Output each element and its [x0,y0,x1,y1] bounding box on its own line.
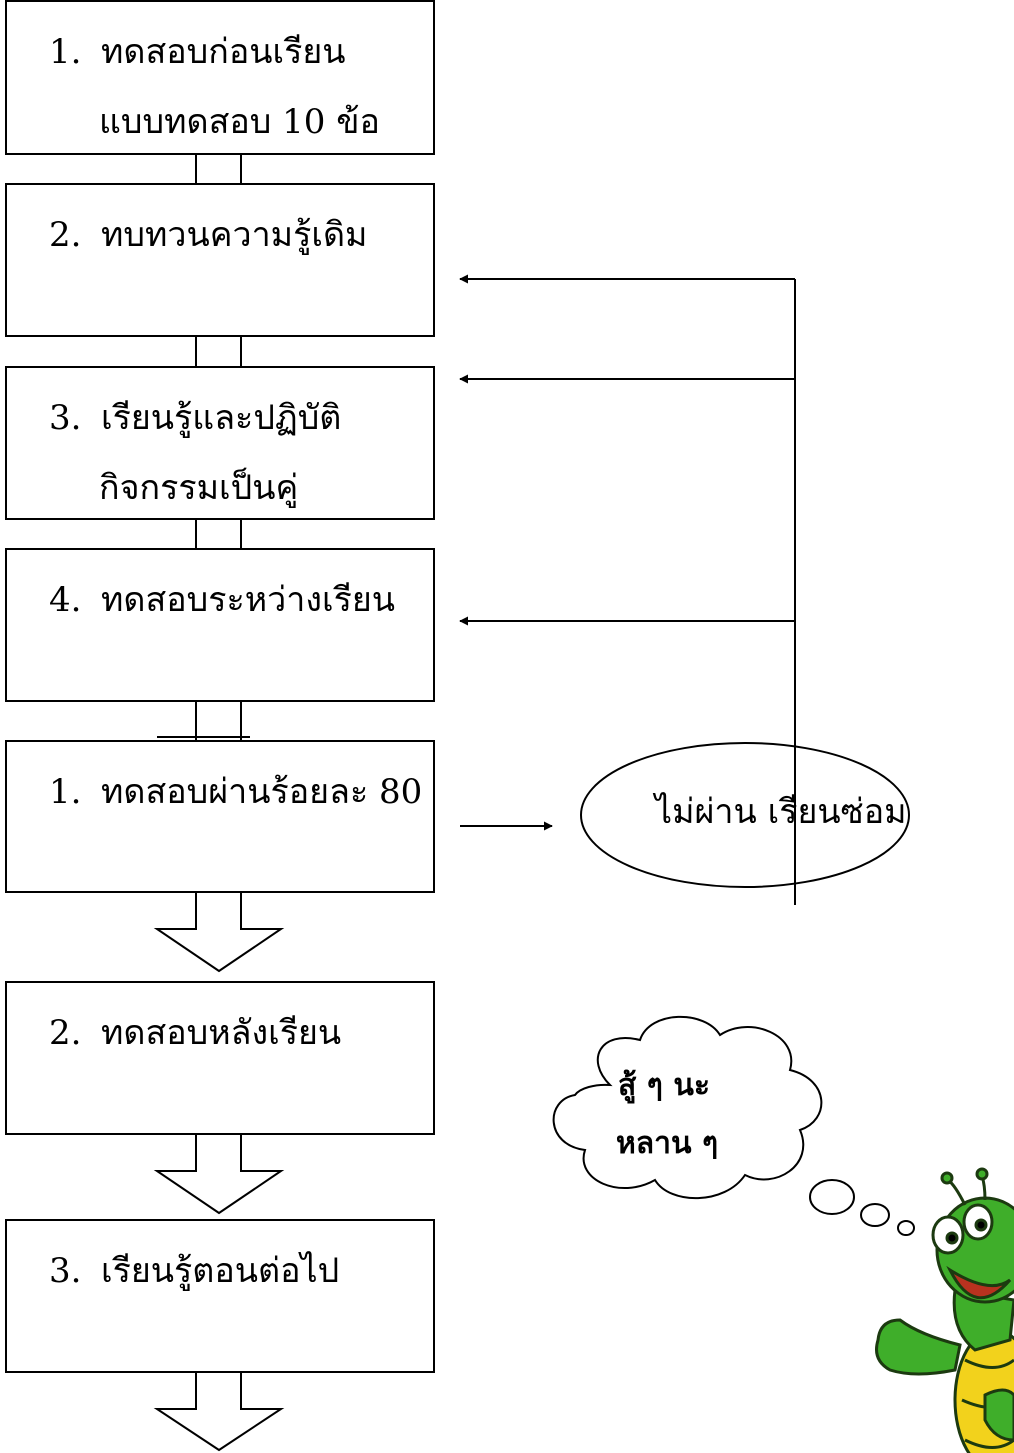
step-title: 1. ทดสอบก่อนเรียน [49,32,346,72]
step-title: 4. ทดสอบระหว่างเรียน [49,580,395,620]
step-number: 3. [49,1251,82,1291]
step-title: 1. ทดสอบผ่านร้อยละ 80 [49,772,422,812]
step-detail: กิจกรรมเป็นคู่ [99,468,299,508]
step-title: 3. เรียนรู้และปฏิบัติ [49,398,341,438]
step-number: 3. [49,398,82,438]
step-label: ทดสอบหลังเรียน [101,1013,342,1053]
step-number: 4. [49,580,82,620]
step-number: 1. [49,772,82,812]
step-label: เรียนรู้และปฏิบัติ [101,398,342,438]
step-box: 3. เรียนรู้ตอนต่อไป [5,1219,435,1373]
step-label: ทดสอบผ่านร้อยละ 80 [101,772,423,812]
cartoon-turtle-icon [875,1167,1014,1453]
step-box: 1. ทดสอบก่อนเรียน แบบทดสอบ 10 ข้อ [5,0,435,155]
step-title: 3. เรียนรู้ตอนต่อไป [49,1251,339,1291]
thought-cloud [552,1015,915,1236]
step-number: 1. [49,32,82,72]
box-connectors [157,155,250,740]
step-number: 2. [49,215,82,255]
step-box: 4. ทดสอบระหว่างเรียน [5,548,435,702]
step-label: ทดสอบระหว่างเรียน [101,580,396,620]
down-arrow-icon [153,1373,285,1452]
down-arrow-icon [153,1135,285,1215]
remedial-ellipse [580,742,910,888]
down-arrow-icon [153,893,285,973]
step-box: 1. ทดสอบผ่านร้อยละ 80 [5,740,435,893]
step-title: 2. ทบทวนความรู้เดิม [49,215,367,255]
speech-line: หลาน ๆ [616,1126,719,1161]
step-box: 2. ทดสอบหลังเรียน [5,981,435,1135]
remedial-label: ไม่ผ่าน เรียนซ่อม [655,792,907,832]
step-label: ทดสอบก่อนเรียน [101,32,346,72]
step-detail: แบบทดสอบ 10 ข้อ [99,102,380,142]
feedback-line-overlay [794,780,796,860]
step-label: เรียนรู้ตอนต่อไป [101,1251,340,1291]
step-title: 2. ทดสอบหลังเรียน [49,1013,341,1053]
step-number: 2. [49,1013,82,1053]
step-label: ทบทวนความรู้เดิม [101,215,368,255]
speech-line: สู้ ๆ นะ [618,1068,710,1103]
step-box: 3. เรียนรู้และปฏิบัติ กิจกรรมเป็นคู่ [5,366,435,520]
step-box: 2. ทบทวนความรู้เดิม [5,183,435,337]
